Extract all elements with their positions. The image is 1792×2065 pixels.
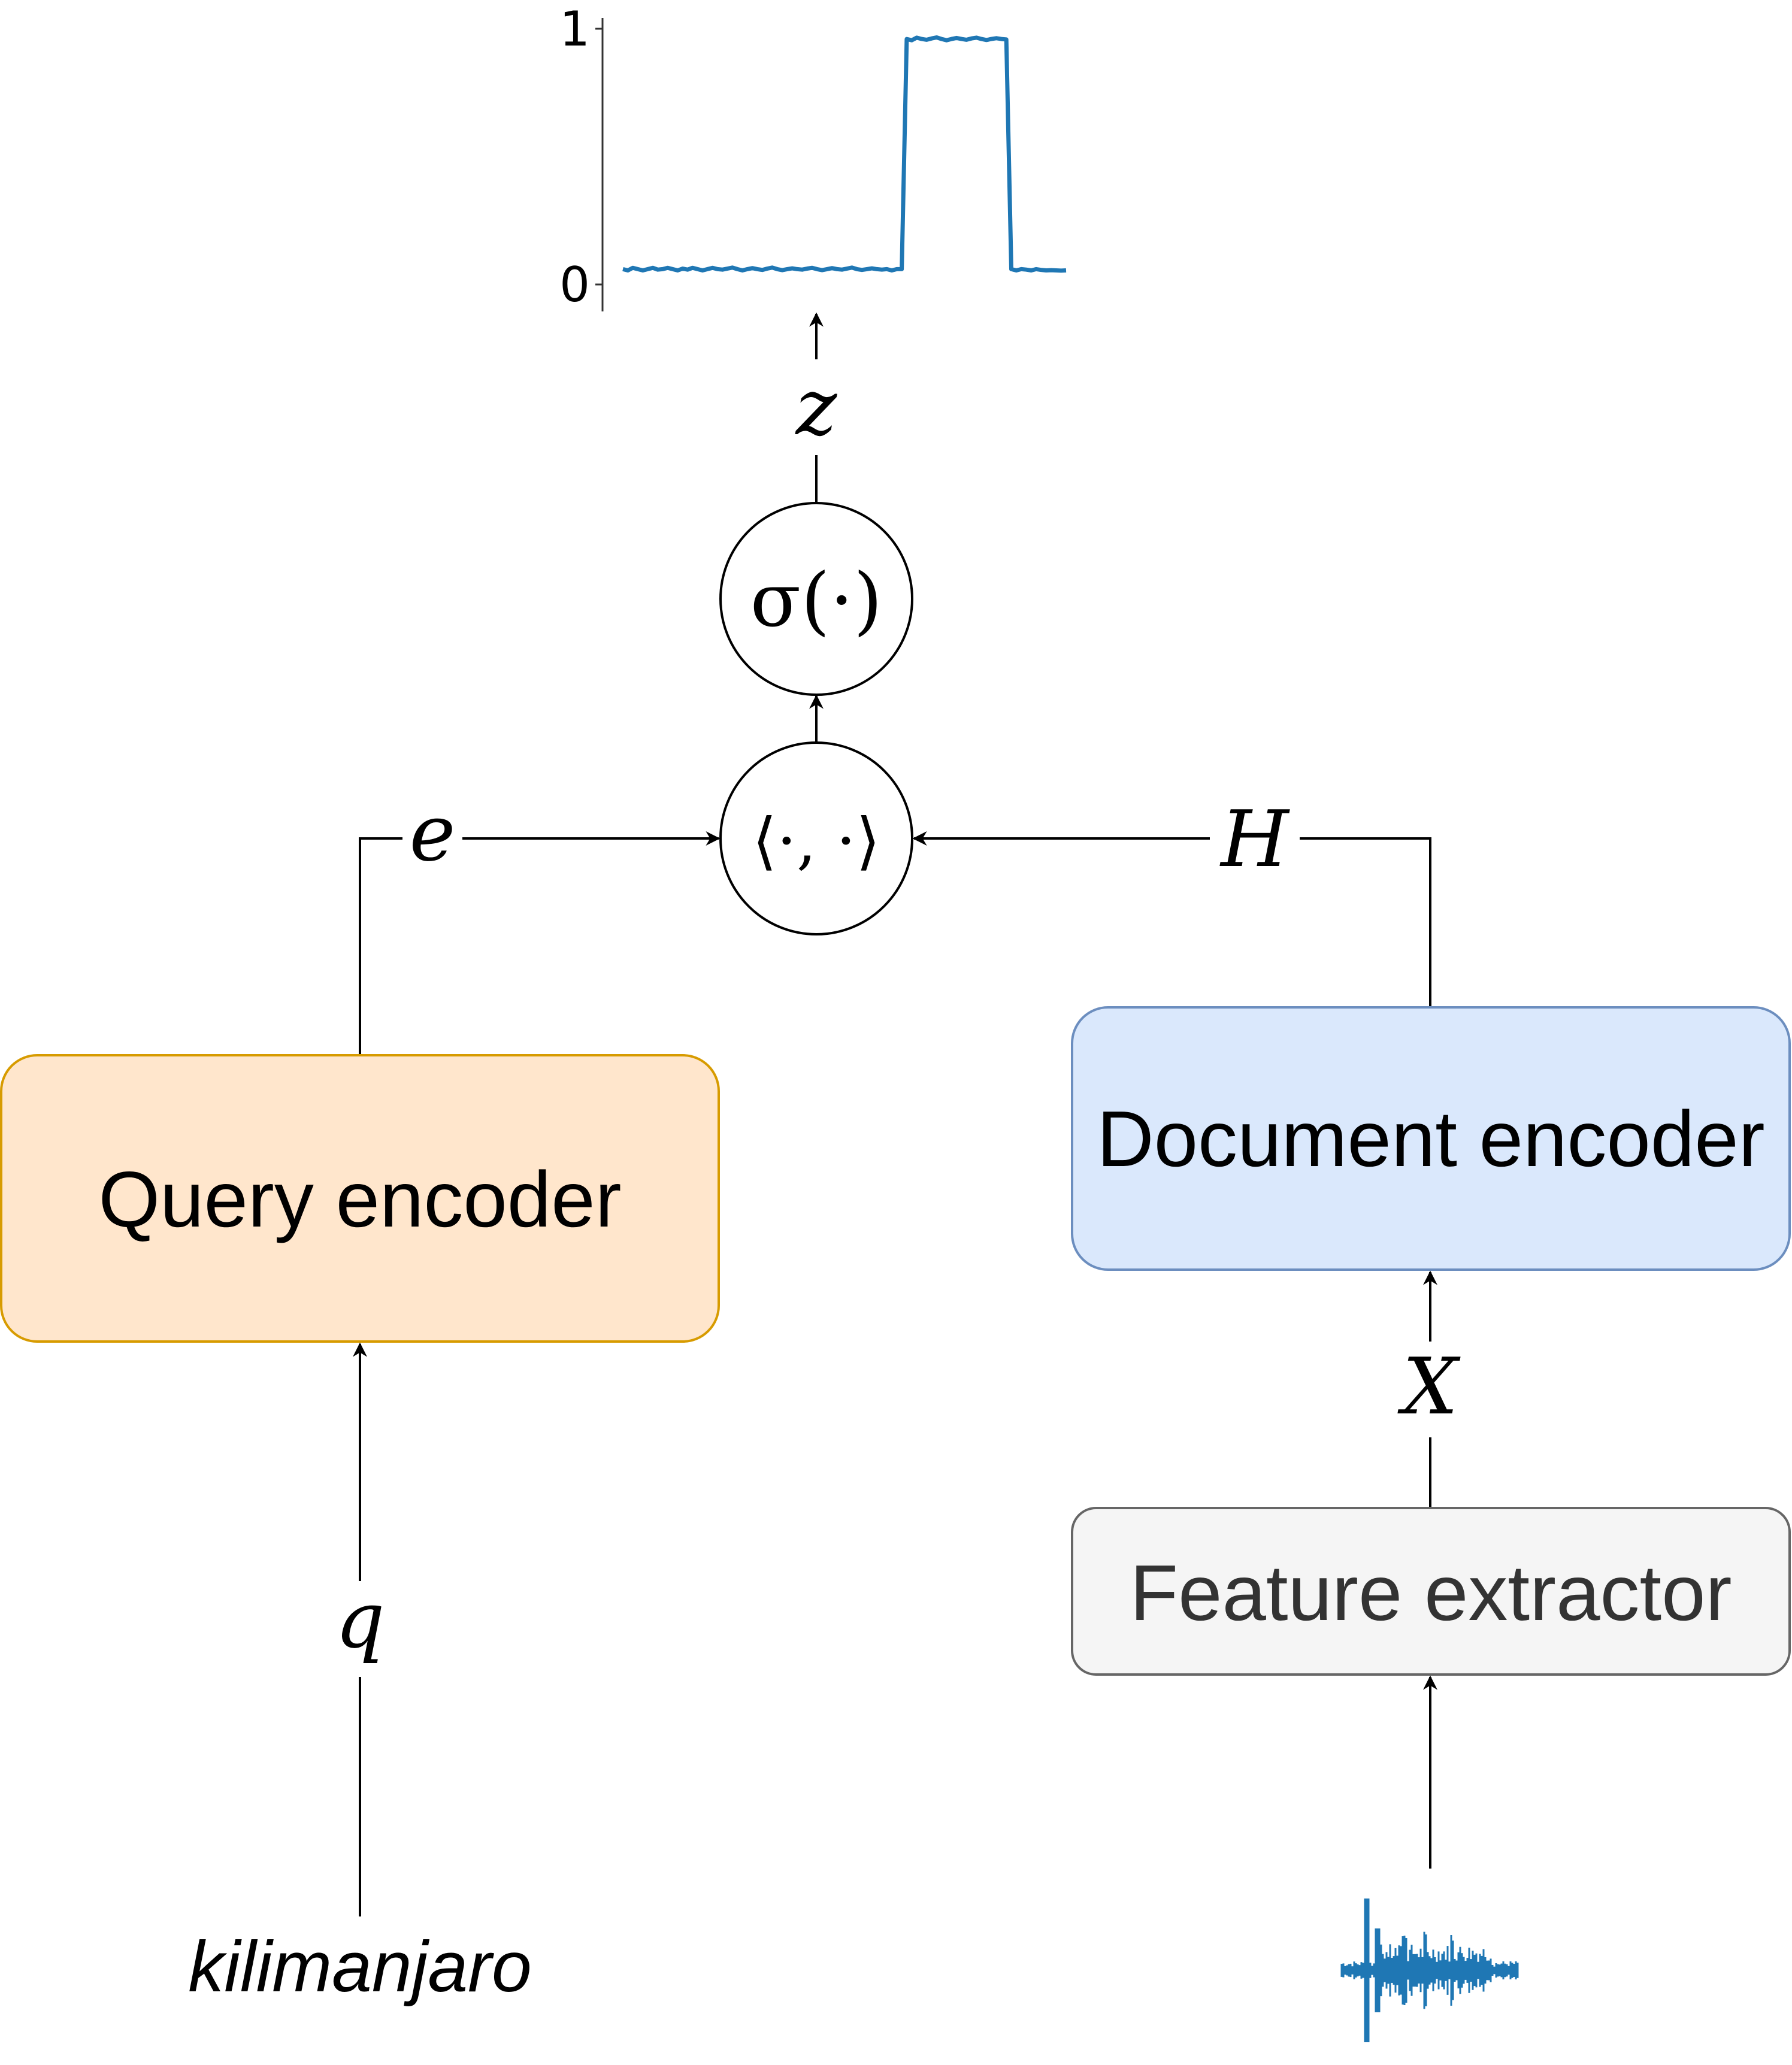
sigmoid-symbol: σ(·) [750,558,883,644]
score-chart: 1 0 [559,1,1067,313]
z-symbol: z [795,362,838,453]
feature-extractor-label: Feature extractor [1130,1549,1732,1637]
query-encoder-label: Query encoder [98,1155,621,1243]
document-encoder-box [1071,1006,1791,1271]
document-encoder-label: Document encoder [1097,1095,1764,1183]
H-symbol: H [1219,794,1290,885]
y-tick-label-0: 0 [559,257,590,313]
query-to-inner-arrow [359,831,721,1055]
e-symbol: e [410,788,456,879]
waveform-icon [1340,1899,1519,2042]
document-to-inner-arrow [912,831,1431,1007]
feature-extractor-box [1071,1507,1791,1676]
inner-product-symbol: ⟨·, ·⟩ [752,804,880,877]
q-symbol-background [327,1581,393,1689]
q-symbol: q [335,1575,385,1666]
query-text: kilimanjaro [188,1927,532,2007]
y-tick-label-1: 1 [559,1,590,57]
query-encoder-box [0,1054,720,1343]
X-symbol: X [1397,1341,1461,1432]
e-symbol-background [402,797,462,880]
H-symbol-background [1210,791,1300,886]
inner-product-node [719,741,913,935]
score-series-line [622,35,1067,273]
